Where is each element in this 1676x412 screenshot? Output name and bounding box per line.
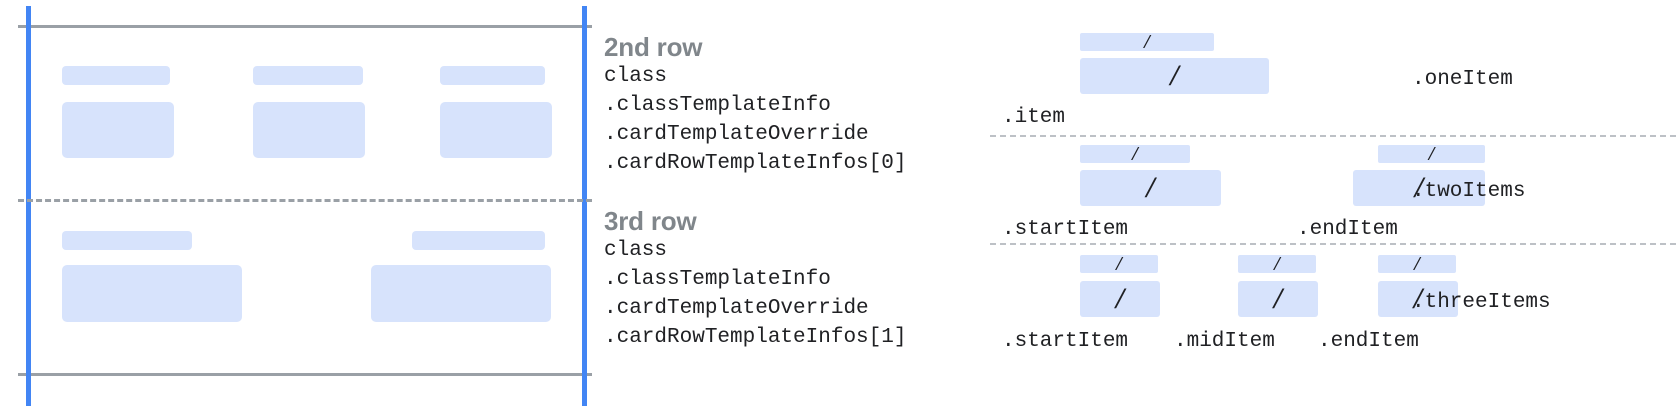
row3-cell1-body-block (62, 265, 242, 322)
card-mock (0, 0, 592, 412)
card-right-edge-rule (582, 6, 587, 406)
slash-glyph: / (1413, 282, 1423, 315)
slash-glyph: / (1414, 255, 1420, 273)
row2-path-line-2: .classTemplateInfo (604, 94, 831, 117)
three-items-start-label: .startItem (1002, 330, 1129, 353)
slash-glyph: / (1274, 255, 1280, 273)
row3-cell2-label-pill (412, 231, 545, 250)
three-items-start-label-pill: / (1080, 255, 1158, 273)
variant-label-two-items: .twoItems (1412, 180, 1526, 203)
row2-cell1-label-pill (62, 66, 170, 85)
row3-description: 3rd row class .classTemplateInfo .cardTe… (604, 206, 906, 352)
variant-separator-2 (990, 243, 1676, 245)
two-items-start-body-block: / (1080, 170, 1221, 206)
slash-glyph: / (1132, 145, 1138, 163)
row3-cell2-body-block (371, 265, 551, 322)
row3-path-line-3: .cardTemplateOverride (604, 297, 869, 320)
variant-separator-1 (990, 135, 1676, 137)
card-top-rule (18, 25, 592, 28)
two-items-start-label-pill: / (1080, 145, 1190, 163)
variant-label-one-item: .oneItem (1412, 68, 1513, 91)
slash-glyph: / (1146, 171, 1155, 204)
slash-glyph: / (1273, 282, 1283, 315)
row2-cell2-label-pill (253, 66, 363, 85)
slash-glyph: / (1116, 255, 1122, 273)
card-row-divider (18, 199, 592, 202)
three-items-mid-label-pill: / (1238, 255, 1316, 273)
one-item-label-pill: / (1080, 33, 1214, 51)
two-items-start-label: .startItem (1002, 218, 1129, 241)
three-items-end-label: .endItem (1318, 330, 1419, 353)
row2-path-line-4: .cardRowTemplateInfos[0] (604, 152, 907, 175)
row2-path-line-1: class (604, 65, 668, 88)
three-items-start-body-block: / (1080, 281, 1160, 317)
row3-path-line-4: .cardRowTemplateInfos[1] (604, 326, 907, 349)
two-items-end-label-pill: / (1378, 145, 1485, 163)
row2-heading: 2nd row (604, 32, 703, 62)
one-item-body-block: / (1080, 58, 1269, 94)
two-items-end-body-block: / (1353, 170, 1485, 206)
row2-cell1-body-block (62, 102, 174, 158)
two-items-end-label: .endItem (1297, 218, 1398, 241)
slash-glyph: / (1144, 33, 1150, 51)
card-left-edge-rule (26, 6, 31, 406)
three-items-mid-label: .midItem (1174, 330, 1275, 353)
three-items-end-body-block: / (1378, 281, 1458, 317)
row2-cell2-body-block (253, 102, 365, 158)
slash-glyph: / (1170, 59, 1179, 92)
variant-label-three-items: .threeItems (1412, 291, 1551, 314)
three-items-mid-body-block: / (1238, 281, 1318, 317)
card-bottom-rule (18, 373, 592, 376)
slash-glyph: / (1428, 145, 1435, 163)
one-item-label: .item (1002, 106, 1066, 129)
row3-path-line-2: .classTemplateInfo (604, 268, 831, 291)
three-items-end-label-pill: / (1378, 255, 1456, 273)
row3-path-line-1: class (604, 239, 668, 262)
row2-description: 2nd row class .classTemplateInfo .cardTe… (604, 32, 906, 178)
row2-cell3-label-pill (440, 66, 545, 85)
slash-glyph: / (1115, 282, 1125, 315)
row3-heading: 3rd row (604, 206, 697, 236)
row3-cell1-label-pill (62, 231, 192, 250)
slash-glyph: / (1414, 171, 1424, 204)
row2-cell3-body-block (440, 102, 552, 158)
row2-path-line-3: .cardTemplateOverride (604, 123, 869, 146)
item-variants-pane: / / .item .oneItem / / .startItem / / (988, 0, 1676, 412)
